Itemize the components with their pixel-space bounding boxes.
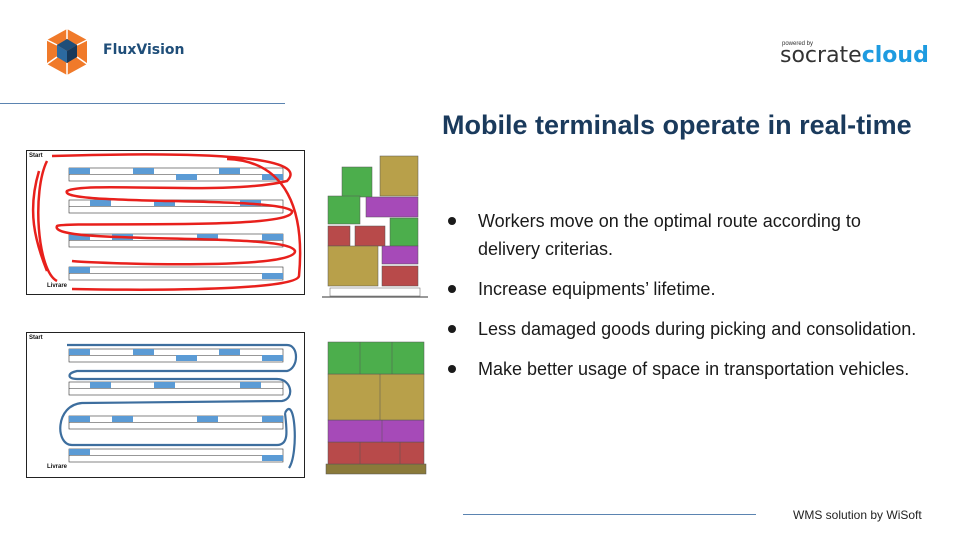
brand-name: FluxVision (103, 42, 185, 58)
bullet-text: Make better usage of space in transporta… (478, 359, 910, 379)
bullet-item: Increase equipments’ lifetime. (442, 275, 922, 303)
pallet-stack-graphic (322, 152, 428, 299)
bullet-text: Workers move on the optimal route accord… (478, 211, 861, 259)
start-label: Start (29, 153, 43, 159)
bullet-item: Workers move on the optimal route accord… (442, 207, 922, 263)
fluxvision-logo-icon (42, 27, 92, 77)
footer-divider (463, 514, 756, 515)
start-label: Start (29, 335, 43, 341)
bullet-item: Make better usage of space in transporta… (442, 355, 922, 383)
shelf-layout-graphic (31, 153, 302, 291)
bullet-dot-icon (448, 365, 456, 373)
bullet-list: Workers move on the optimal route accord… (442, 207, 922, 395)
footer-text: WMS solution by WiSoft (793, 508, 922, 522)
end-label: Livrare (47, 464, 68, 470)
shelf-layout-graphic (59, 343, 298, 469)
end-label: Livrare (47, 283, 68, 289)
powered-by-label: powered by (782, 41, 814, 47)
bullet-text: Increase equipments’ lifetime. (478, 279, 716, 299)
bullet-item: Less damaged goods during picking and co… (442, 315, 922, 343)
partner-name-part1: socrate (780, 43, 862, 68)
warehouse-route-diagram-optimized: Start Livrare (26, 332, 305, 478)
pallet-stack-unoptimized (322, 152, 428, 299)
bullet-text: Less damaged goods during picking and co… (478, 319, 917, 339)
bullet-dot-icon (448, 217, 456, 225)
slide-title: Mobile terminals operate in real-time (442, 110, 912, 140)
pallet-stack-graphic (322, 318, 428, 480)
bullet-dot-icon (448, 285, 456, 293)
partner-logo: socratecloud (780, 42, 929, 68)
pallet-stack-optimized (322, 318, 428, 480)
header-divider (0, 103, 285, 104)
warehouse-route-diagram-unoptimized: Start Livrare (26, 150, 305, 295)
partner-name-part2: cloud (861, 43, 929, 68)
bullet-dot-icon (448, 325, 456, 333)
